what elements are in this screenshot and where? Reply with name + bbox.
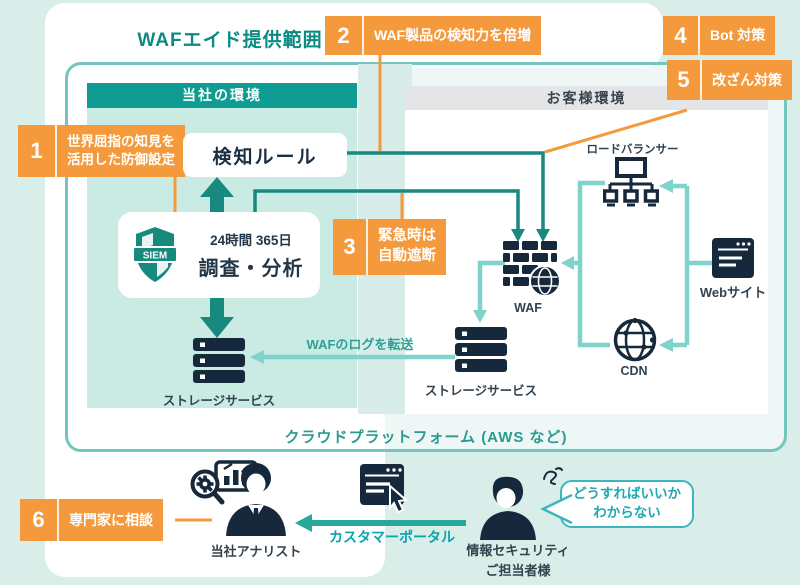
website-label: Webサイト xyxy=(699,285,767,300)
siem-to-rule-arrow xyxy=(200,177,234,213)
badge-4-label: Bot 対策 xyxy=(710,27,766,44)
siem-hours-label: 24時間 365日 xyxy=(210,233,292,248)
website-icon xyxy=(712,238,754,278)
siem-shield-icon: SIEM xyxy=(132,227,178,282)
badge-connectors xyxy=(173,55,688,522)
speech-bubble-tail xyxy=(540,493,573,525)
badge-4-number: 4 xyxy=(663,16,700,55)
svg-text:SIEM: SIEM xyxy=(143,251,167,262)
badge-2-label: WAF製品の検知力を倍増 xyxy=(374,27,532,44)
analyst-icon xyxy=(190,460,286,536)
speech-bubble: どうすればいいか わからない xyxy=(560,480,694,528)
customer-person-label: 情報セキュリティ ご担当者様 xyxy=(443,541,593,580)
log-transfer-label: WAFのログを転送 xyxy=(306,337,414,352)
customer-person-label-line2: ご担当者様 xyxy=(485,562,551,578)
badge-5-number: 5 xyxy=(667,60,702,100)
customer-storage-label: ストレージサービス xyxy=(424,384,538,398)
customer-portal-icon xyxy=(360,464,409,514)
badge-1-number: 1 xyxy=(18,125,57,177)
portal-arrowhead xyxy=(295,514,312,532)
detection-rule-box: 検知ルール xyxy=(183,133,347,177)
waf-label: WAF xyxy=(514,301,542,315)
badge-2-number: 2 xyxy=(325,16,364,55)
badge-3-number: 3 xyxy=(333,219,368,275)
load-balancer-label: ロードバランサー xyxy=(586,144,679,156)
load-balancer-icon xyxy=(603,157,659,207)
cdn-label: CDN xyxy=(620,364,648,378)
badge-5-label: 改ざん対策 xyxy=(712,71,782,88)
customer-portal-label: カスタマーポータル xyxy=(329,529,455,545)
traffic-arrowheads xyxy=(250,179,673,364)
badge-6-label: 専門家に相談 xyxy=(69,511,153,528)
customer-person-label-line1: 情報セキュリティ xyxy=(466,543,570,558)
badge-3-label-line1: 緊急時は xyxy=(378,228,436,245)
cloud-platform-label: クラウドプラットフォーム (AWS など) xyxy=(284,429,568,446)
speech-bubble-line1: どうすればいいか xyxy=(573,486,681,502)
badge-1: 1 世界屈指の知見を 活用した防御設定 xyxy=(18,125,185,177)
detection-lines xyxy=(253,151,545,230)
siem-to-storage-arrow xyxy=(200,298,234,338)
siem-card: SIEM 24時間 365日 調査・分析 xyxy=(118,212,320,298)
badge-5: 5 改ざん対策 xyxy=(667,60,792,100)
badge-3-label-line2: 自動遮断 xyxy=(378,248,436,264)
badge-6-number: 6 xyxy=(20,499,59,541)
speech-bubble-line2: わからない xyxy=(593,505,661,520)
badge-1-label-line2: 活用した防御設定 xyxy=(67,152,175,167)
customer-person-icon xyxy=(480,467,563,540)
company-environment-header: 当社の環境 xyxy=(87,83,357,108)
company-storage-icon xyxy=(193,338,245,383)
badge-4: 4 Bot 対策 xyxy=(663,16,776,55)
badge-3: 3 緊急時は 自動遮断 xyxy=(333,219,446,275)
badge-6: 6 専門家に相談 xyxy=(20,499,163,541)
siem-analysis-label: 調査・分析 xyxy=(198,258,304,280)
customer-storage-icon xyxy=(455,327,507,372)
badge-1-label-line1: 世界屈指の知見を xyxy=(67,133,175,149)
cdn-icon xyxy=(613,317,657,362)
page-title: WAFエイド提供範囲 xyxy=(137,30,323,51)
company-storage-label: ストレージサービス xyxy=(162,394,276,408)
detection-arrowheads xyxy=(511,229,550,242)
analyst-label: 当社アナリスト xyxy=(210,544,302,559)
badge-2: 2 WAF製品の検知力を倍増 xyxy=(325,16,542,55)
waf-icon xyxy=(503,241,561,297)
